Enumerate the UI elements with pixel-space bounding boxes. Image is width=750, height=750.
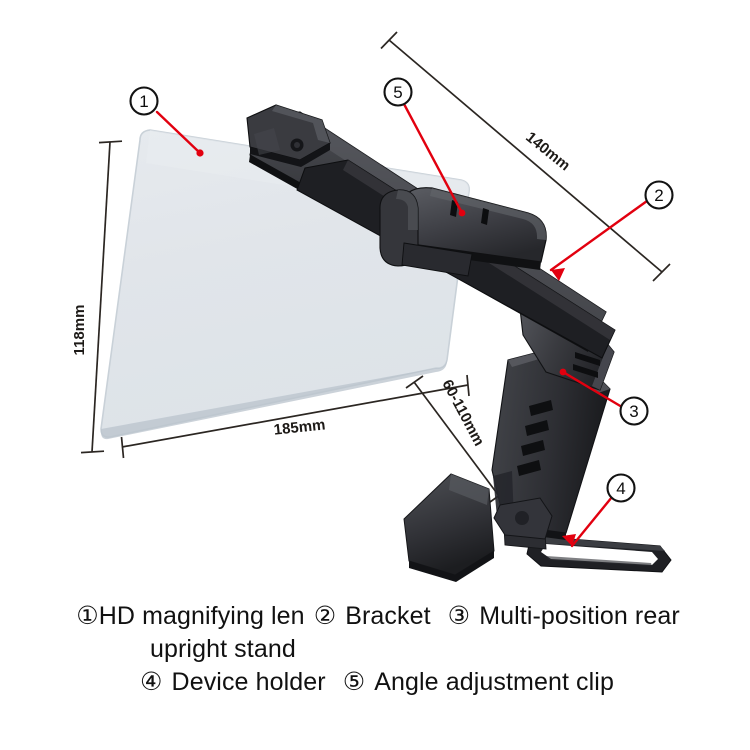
svg-text:1: 1 (139, 92, 148, 111)
legend-line-3: ④ Device holder ⑤ Angle adjustment clip (0, 666, 750, 699)
device-holder-base (403, 473, 672, 582)
callout-marker-3: 3 (619, 396, 649, 426)
leader-line-5 (402, 102, 464, 215)
leader-line-4 (570, 495, 614, 548)
svg-text:5: 5 (393, 83, 402, 102)
parts-legend: ①HD magnifying len ② Bracket ③ Multi-positio… (0, 600, 750, 699)
svg-text:4: 4 (616, 479, 625, 498)
dimension-label-stand: 60-110mm (438, 377, 487, 449)
leader-line-3 (561, 370, 624, 409)
legend-item-4-glyph: ④ (140, 668, 163, 696)
callout-leader-heads (196, 149, 576, 546)
leader-arrow-2 (551, 268, 565, 281)
legend-item-3-continuation: upright stand (150, 635, 296, 663)
callout-marker-1: 1 (129, 86, 159, 116)
leader-line-2 (549, 199, 649, 272)
svg-text:2: 2 (654, 186, 663, 205)
leader-dot-5 (458, 209, 466, 217)
callout-marker-4: 4 (606, 473, 636, 503)
leader-arrow-4 (562, 534, 576, 546)
legend-item-2-label: Bracket (345, 602, 431, 630)
leader-dot-1 (196, 149, 204, 157)
legend-item-1-label: HD magnifying len (98, 602, 305, 630)
legend-line-1: ①HD magnifying len ② Bracket ③ Multi-positio… (0, 600, 750, 633)
dimension-label-width: 185mm (273, 416, 326, 438)
callout-marker-2: 2 (644, 180, 674, 210)
legend-item-5-label: Angle adjustment clip (374, 668, 614, 696)
svg-text:3: 3 (629, 402, 638, 421)
legend-item-3-label: Multi-position rear (479, 602, 680, 630)
leader-dot-3 (559, 368, 567, 376)
legend-item-3-glyph: ③ (447, 602, 471, 630)
dimension-label-height: 118mm (71, 305, 88, 356)
callout-leader-lines (155, 102, 649, 548)
legend-item-1-glyph: ① (76, 602, 99, 630)
dimension-lines (80, 31, 671, 503)
leader-line-1 (155, 110, 202, 155)
angle-adjustment-clip (379, 187, 547, 277)
callout-marker-5: 5 (383, 77, 413, 107)
legend-line-2: upright stand (0, 633, 750, 666)
rear-upright-stand (491, 344, 611, 540)
dimension-label-arm: 140mm (522, 129, 573, 175)
legend-item-5-glyph: ⑤ (342, 668, 366, 696)
callout-markers: 1 2 3 4 5 (129, 77, 674, 503)
legend-item-2-glyph: ② (313, 602, 337, 630)
legend-item-4-label: Device holder (171, 668, 326, 696)
